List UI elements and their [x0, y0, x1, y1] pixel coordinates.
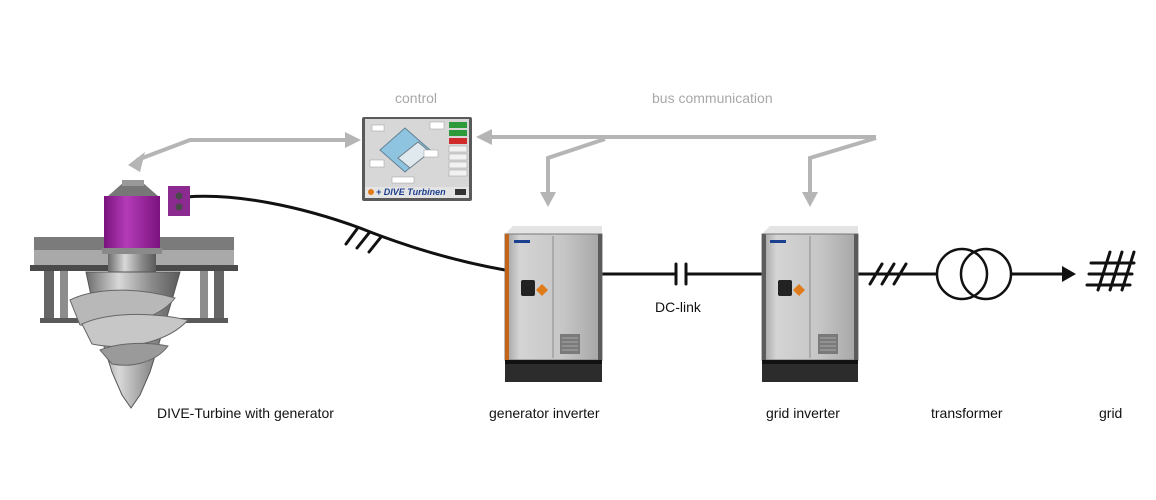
bus-communication-label: bus communication — [652, 90, 773, 106]
grid-inverter-label: grid inverter — [766, 405, 840, 421]
junction-box — [168, 186, 190, 216]
generator-inverter-cabinet — [504, 226, 603, 382]
bus-arrow-control-right — [476, 129, 492, 145]
control-panel-screen — [362, 117, 472, 201]
three-phase-mark-3 — [367, 235, 383, 254]
grid-arrow-icon — [1062, 266, 1076, 282]
bus-line-grid-inverter — [808, 136, 877, 193]
dc-link-label: DC-link — [655, 299, 701, 315]
bus-arrow-gen-inverter — [540, 192, 556, 207]
grid-inverter-cabinet — [761, 226, 859, 382]
bus-communication-lines — [128, 129, 877, 207]
bus-arrow-turbine — [128, 152, 145, 172]
three-phase-mark-2 — [355, 231, 371, 250]
three-phase-mark-1 — [344, 227, 359, 246]
control-label: control — [395, 90, 438, 106]
turbine-label: DIVE-Turbine with generator — [157, 405, 334, 421]
bus-line-turbine — [136, 138, 348, 162]
grid-three-phase-mark-2 — [880, 262, 896, 286]
warning-sign-icon — [521, 280, 548, 296]
generator-inverter-label: generator inverter — [489, 405, 600, 421]
warning-sign-icon — [778, 280, 805, 296]
grid-three-phase-mark-3 — [892, 262, 908, 286]
grid-three-phase-mark-1 — [868, 262, 884, 286]
brand-logo-icon — [368, 189, 374, 195]
generator-body — [104, 196, 160, 250]
transformer-label: transformer — [931, 405, 1003, 421]
grid-label: grid — [1099, 405, 1123, 421]
dive-turbine — [30, 180, 238, 409]
control-screen-brand: + DIVE Turbinen — [376, 187, 446, 197]
ac-cable-generator — [184, 194, 507, 272]
bus-arrow-control-left — [345, 132, 361, 148]
power-lines — [184, 194, 1066, 286]
transformer-symbol-icon — [935, 247, 1013, 301]
bus-arrow-grid-inverter — [802, 192, 818, 207]
grid-symbol-icon — [1085, 250, 1136, 292]
bus-line-gen-inverter — [546, 137, 606, 193]
